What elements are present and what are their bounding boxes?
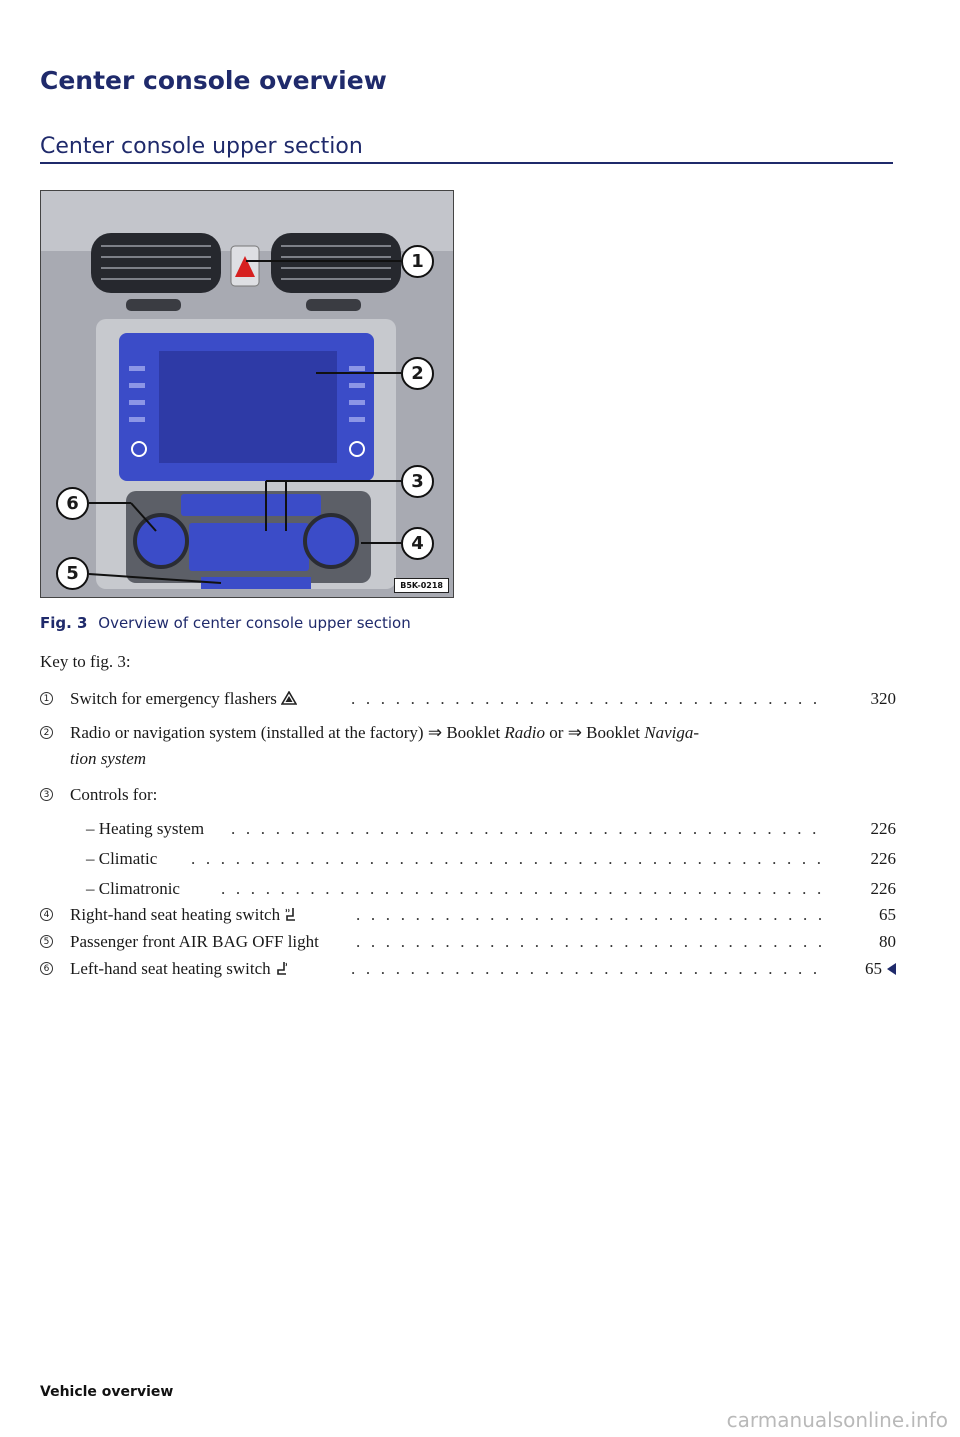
callout-4: 4 [401,527,434,560]
item-number: 5 [40,935,53,948]
callout-1: 1 [401,245,434,278]
callout-5: 5 [56,557,89,590]
seat-heating-icon [277,962,287,975]
callout-6: 6 [56,487,89,520]
key-item-5: 5 Passenger front AIR BAG OFF light . . … [40,929,896,955]
page-ref: 226 [870,819,897,838]
key-item-4: 4 Right-hand seat heating switch . . . .… [40,902,896,928]
seat-heating-icon [285,908,296,921]
section-divider [40,162,893,164]
end-of-section-icon [887,963,896,975]
page-ref: 65 [865,959,882,978]
page-title: Center console overview [40,66,387,95]
center-console-illustration [41,191,453,597]
callout-3: 3 [401,465,434,498]
page-ref: 226 [870,879,897,898]
key-item-3: 3 Controls for: [40,782,896,808]
item-text: Passenger front AIR BAG OFF light [70,932,319,951]
item-text: Radio or navigation system (installed at… [70,723,505,742]
page-ref: 226 [870,849,897,868]
item-text: Left-hand seat heating switch [70,959,271,978]
section-title: Center console upper section [40,134,363,159]
leader-dots: . . . . . . . . . . . . . . . . . . . . … [231,819,821,838]
booklet-radio: Radio [504,723,546,742]
key-item-1: 1 Switch for emergency flashers . . . . … [40,686,896,712]
item-text-line2: tion system [70,749,147,768]
leader-dots: . . . . . . . . . . . . . . . . . . . . … [221,879,821,898]
center-console-figure: 1 2 3 4 5 6 B5K-0218 [40,190,454,598]
item-text: – Heating system [86,819,205,838]
leader-dots: . . . . . . . . . . . . . . . . . . . . … [356,905,821,924]
figure-caption: Fig. 3 Overview of center console upper … [40,614,411,632]
item-number: 3 [40,788,53,801]
booklet-navigation: Naviga- [644,723,700,742]
page-ref: 65 [879,905,896,924]
figure-code: B5K-0218 [394,578,449,593]
leader-dots: . . . . . . . . . . . . . . . . . . . . … [351,959,821,978]
caption-label: Fig. 3 [40,614,88,632]
callout-2: 2 [401,357,434,390]
item-number: 2 [40,726,53,739]
leader-dots: . . . . . . . . . . . . . . . . . . . . … [351,689,821,708]
item-text: Switch for emergency flashers [70,689,277,708]
item-number: 1 [40,692,53,705]
key-item-2: 2 Radio or navigation system (installed … [40,720,896,772]
warning-triangle-icon [280,690,298,705]
leader-dots: . . . . . . . . . . . . . . . . . . . . … [356,932,821,951]
key-item-6: 6 Left-hand seat heating switch . . . . … [40,956,896,982]
item-text: – Climatic [86,849,158,868]
item-text-join: or ⇒ Booklet [545,723,645,742]
leader-dots: . . . . . . . . . . . . . . . . . . . . … [191,849,821,868]
footer-section-name: Vehicle overview [40,1384,174,1400]
item-text: – Climatronic [86,879,180,898]
caption-text: Overview of center console upper section [98,614,411,632]
watermark: carmanualsonline.info [726,1408,948,1432]
item-text: Controls for: [70,785,158,804]
item-number: 6 [40,962,53,975]
key-subitem-climatronic: – Climatronic . . . . . . . . . . . . . … [40,876,896,902]
key-subitem-climatic: – Climatic . . . . . . . . . . . . . . .… [40,846,896,872]
key-intro: Key to fig. 3: [40,652,131,671]
item-text: Right-hand seat heating switch [70,905,281,924]
page-ref: 80 [879,932,896,951]
key-subitem-heating: – Heating system . . . . . . . . . . . .… [40,816,896,842]
item-number: 4 [40,908,53,921]
page-ref: 320 [870,689,897,708]
